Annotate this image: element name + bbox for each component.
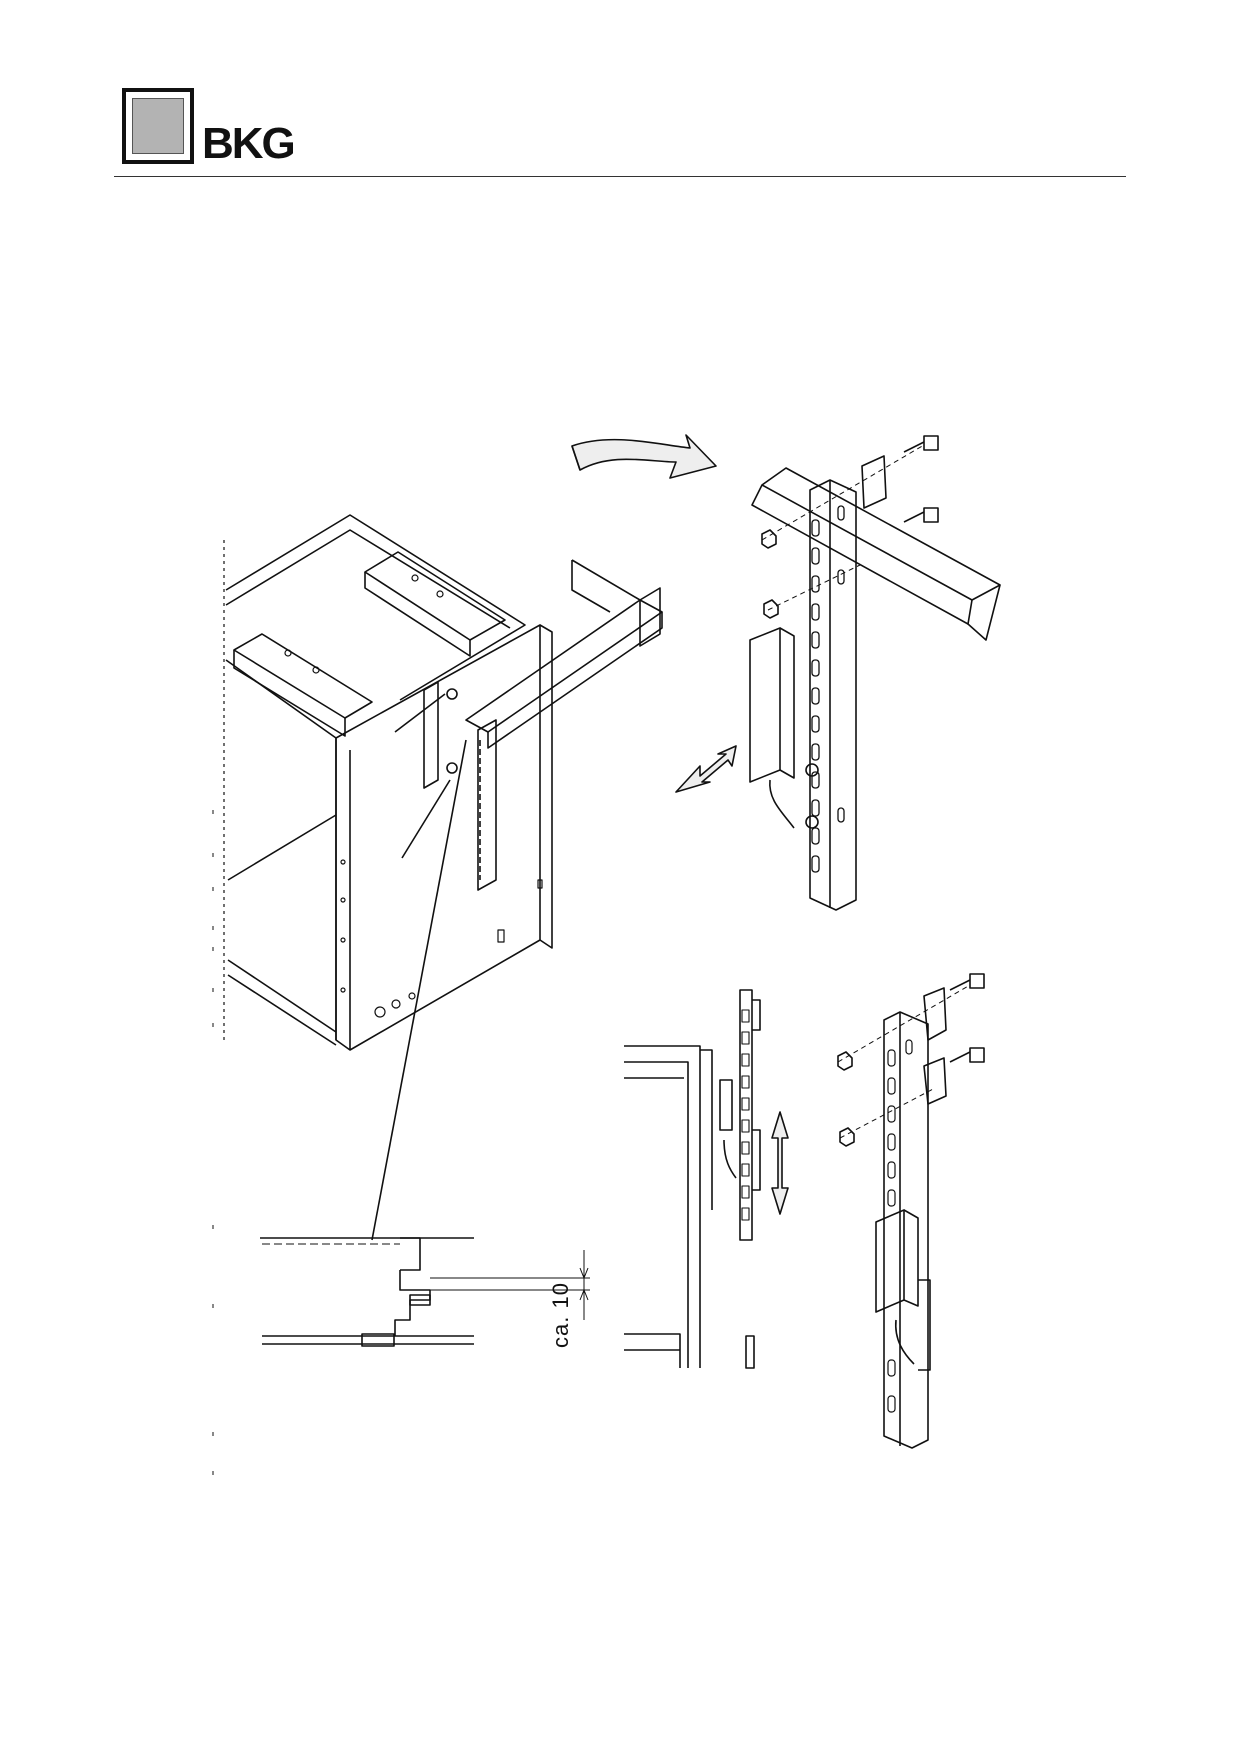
bkg-logo: BKG bbox=[122, 88, 342, 170]
header-divider bbox=[114, 176, 1126, 177]
side-view-assembly bbox=[624, 989, 789, 1369]
vertical-double-arrow-icon bbox=[771, 1111, 789, 1215]
double-arrow-icon bbox=[675, 745, 737, 793]
dimension-label: ca. 10 bbox=[548, 1282, 573, 1348]
rotate-arrow-icon bbox=[571, 434, 717, 479]
detail-view bbox=[260, 1237, 590, 1347]
logo-wordmark: BKG bbox=[202, 119, 296, 168]
lower-bracket-assembly bbox=[837, 973, 985, 1449]
cabinet-frame bbox=[225, 514, 663, 1241]
logo-square-icon bbox=[122, 88, 194, 164]
upper-bracket-assembly bbox=[675, 435, 1001, 911]
